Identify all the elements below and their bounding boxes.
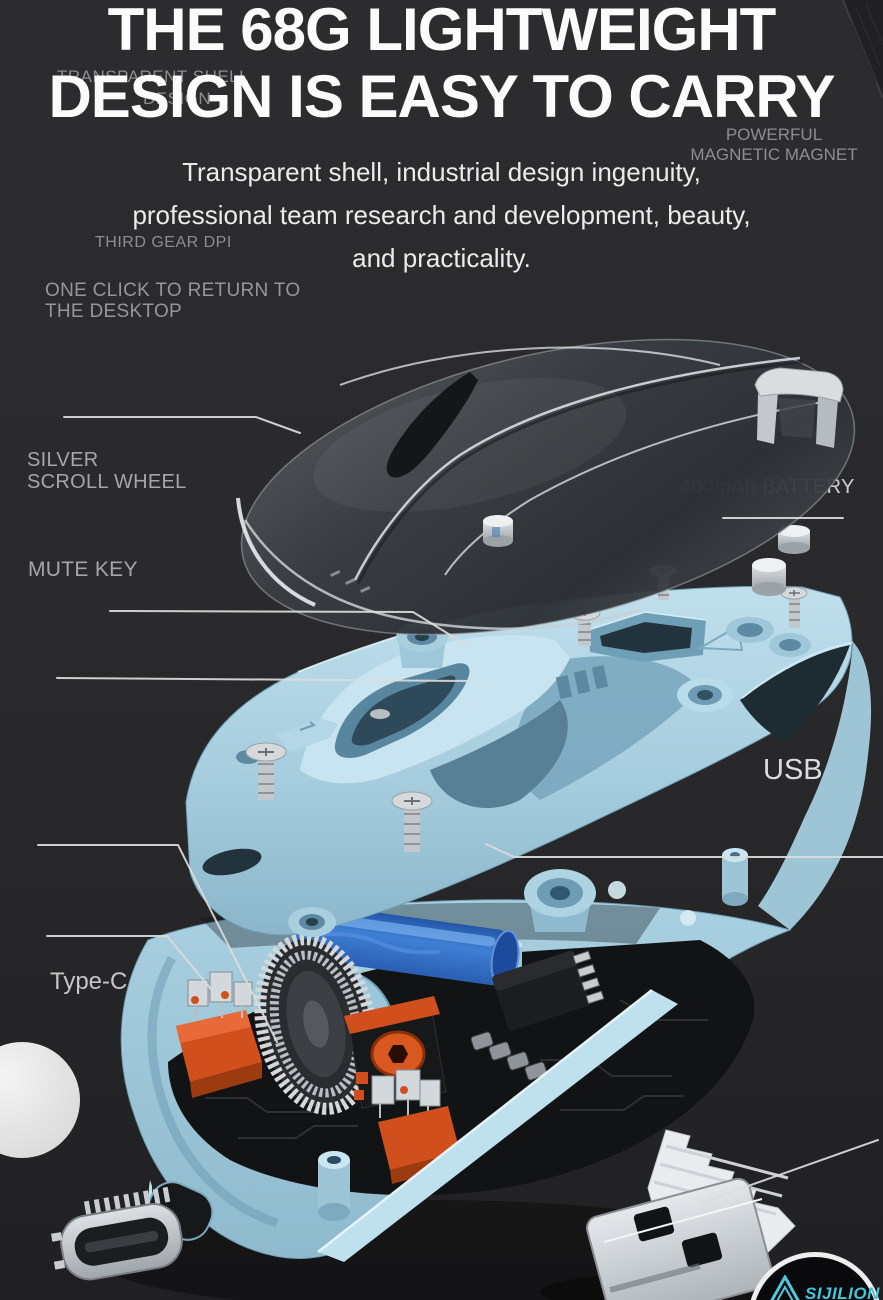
- callout-line-type-c: [46, 935, 221, 1001]
- callout-label-third-gear-dpi: THIRD GEAR DPI: [95, 234, 232, 251]
- callout-label-silver-scroll-wheel: SILVER SCROLL WHEEL: [27, 449, 187, 493]
- screw-middle: [391, 791, 433, 852]
- product-description-line2: professional team research and developme…: [132, 200, 751, 230]
- scroll-wheel-slot: [386, 372, 478, 478]
- decorative-white-circle: [0, 1042, 80, 1158]
- callout-label-usb: USB: [763, 754, 823, 786]
- callout-line-frame: [56, 677, 471, 682]
- callout-line-scroll-wheel: [63, 416, 301, 434]
- callout-label-one-click-desktop: ONE CLICK TO RETURN TO THE DESKTOP: [45, 280, 300, 322]
- magnet-on-shell: [483, 515, 513, 547]
- callout-label-transparent-shell: TRANSPARENT SHELL DESIGN: [57, 66, 249, 110]
- magnet-small: [778, 525, 810, 554]
- callout-label-type-c: Type-C: [50, 968, 128, 995]
- callout-line-gear: [37, 844, 278, 1043]
- top-frame: [185, 585, 853, 937]
- screw-boss-front: [318, 1151, 350, 1221]
- callout-label-powerful-magnet-line2: MAGNETIC MAGNET: [690, 145, 858, 164]
- magnets: [752, 525, 810, 596]
- callout-label-mute-key: MUTE KEY: [28, 558, 138, 581]
- page-title: THE 68G LIGHTWEIGHT DESIGN IS EASY TO CA…: [0, 0, 883, 130]
- page-title-line2: DESIGN IS EASY TO CARRY: [48, 63, 835, 130]
- callout-line-mute-key: [109, 610, 469, 647]
- magnet-large: [752, 558, 786, 596]
- type-c-connector: [51, 1186, 183, 1281]
- callout-label-one-click-line1: ONE CLICK TO RETURN TO: [45, 280, 301, 301]
- page-title-line1: THE 68G LIGHTWEIGHT: [107, 0, 777, 63]
- screw-boss-rear: [722, 848, 748, 906]
- base-front-rim: [146, 989, 678, 1262]
- brand-triangle-icon: [770, 1275, 800, 1300]
- callout-label-powerful-magnet-line1: POWERFUL: [725, 125, 823, 144]
- callout-lines: [37, 416, 883, 1204]
- clip-bracket: [754, 367, 844, 448]
- product-description: Transparent shell, industrial design ing…: [0, 151, 883, 280]
- callout-label-transparent-shell-line2: DESIGN: [143, 89, 212, 108]
- callout-label-scroll-wheel-line2: SCROLL WHEEL: [27, 471, 187, 493]
- callout-line-usb-receiver: [699, 1139, 879, 1204]
- screw-left: [245, 742, 287, 800]
- fabric-corner-texture: [842, 0, 883, 99]
- callout-line-usb: [485, 843, 883, 858]
- callout-label-one-click-line2: THE DESKTOP: [45, 301, 183, 322]
- callout-label-powerful-magnet: POWERFUL MAGNETIC MAGNET: [683, 125, 865, 165]
- transparent-shell: [236, 338, 856, 636]
- product-description-line3: and practicality.: [352, 243, 531, 273]
- callout-label-transparent-shell-line1: TRANSPARENT SHELL: [57, 67, 250, 86]
- brand-name: SIJILION: [805, 1284, 880, 1300]
- pcb-chip: [492, 950, 605, 1031]
- callout-label-scroll-wheel-line1: SILVER: [27, 449, 99, 471]
- product-description-line1: Transparent shell, industrial design ing…: [182, 157, 701, 187]
